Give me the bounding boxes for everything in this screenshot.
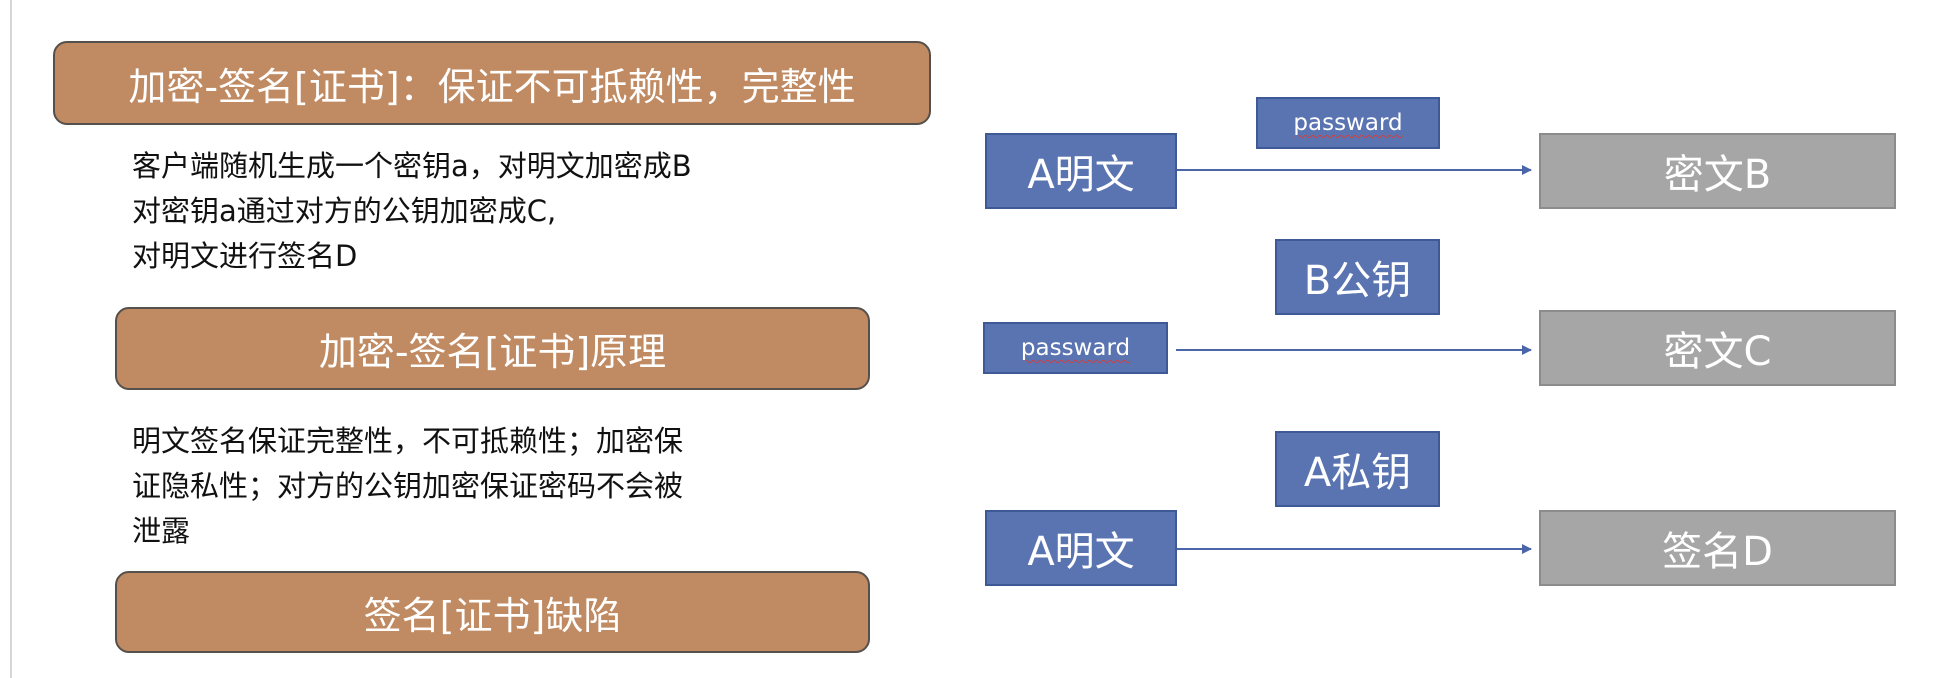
key-box-row1: passward [1256, 97, 1440, 149]
source-label: passward [1020, 335, 1131, 361]
para-line: 对明文进行签名D [132, 239, 358, 273]
title-encrypt-sign-guarantee: 加密-签名[证书]：保证不可抵赖性，完整性 [53, 41, 931, 125]
para-line: 对密钥a通过对方的公钥加密成C, [132, 194, 557, 228]
key-box-row3: A私钥 [1275, 431, 1440, 507]
para-line: 明文签名保证完整性，不可抵赖性；加密保 [132, 424, 684, 458]
target-box-row3: 签名D [1539, 510, 1896, 586]
source-box-row1: A明文 [985, 133, 1177, 209]
page-left-border [10, 0, 12, 678]
paragraph-client-process: 客户端随机生成一个密钥a，对明文加密成B 对密钥a通过对方的公钥加密成C, 对明… [132, 144, 872, 279]
para-line: 客户端随机生成一个密钥a，对明文加密成B [132, 149, 692, 183]
key-label: passward [1293, 110, 1403, 136]
paragraph-principle: 明文签名保证完整性，不可抵赖性；加密保 证隐私性；对方的公钥加密保证密码不会被 … [132, 419, 872, 554]
para-line: 泄露 [132, 514, 191, 548]
title-sign-defect: 签名[证书]缺陷 [115, 571, 870, 653]
source-box-row2: passward [983, 322, 1168, 374]
para-line: 证隐私性；对方的公钥加密保证密码不会被 [132, 469, 684, 503]
key-box-row2: B公钥 [1275, 239, 1440, 315]
target-box-row1: 密文B [1539, 133, 1896, 209]
source-box-row3: A明文 [985, 510, 1177, 586]
title-encrypt-sign-principle: 加密-签名[证书]原理 [115, 307, 870, 390]
target-box-row2: 密文C [1539, 310, 1896, 386]
